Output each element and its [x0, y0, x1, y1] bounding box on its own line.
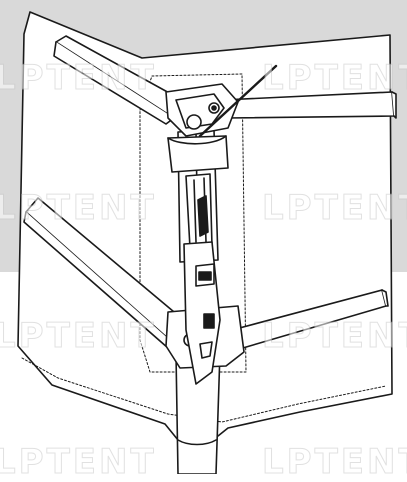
- watermark-text: LPTENT: [262, 442, 407, 482]
- pole-bottom-ring: [177, 439, 217, 446]
- watermark-text: LPTENT: [262, 188, 407, 229]
- diagonal-strap-rod: [198, 64, 278, 138]
- hub-reinforcement-patch: [139, 73, 247, 373]
- watermark-text: LPTENT: [262, 316, 407, 357]
- locking-lever: [183, 241, 221, 385]
- watermark-text: LPTENT: [0, 442, 157, 482]
- watermark-text: LPTENT: [0, 188, 157, 229]
- telescoping-mechanism: [185, 173, 213, 249]
- top-hub: [165, 83, 239, 137]
- upper-sliding-sleeve: [167, 135, 229, 173]
- watermark-text: LPTENT: [0, 316, 157, 357]
- watermark-text: LPTENT: [0, 58, 157, 99]
- watermark-text: LPTENT: [262, 58, 407, 99]
